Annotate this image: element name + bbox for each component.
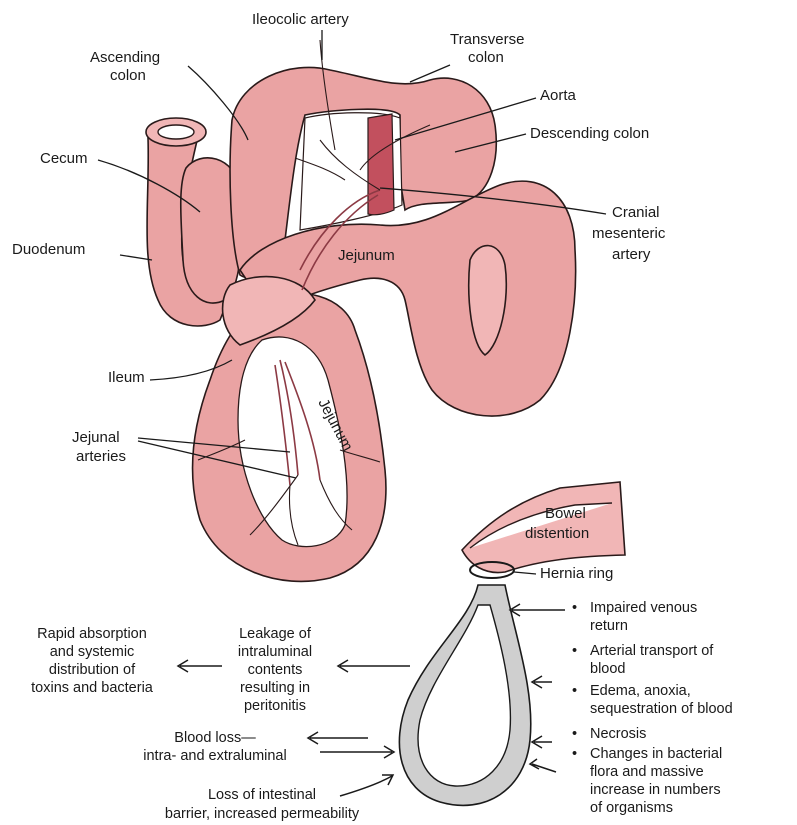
arrow-edema	[532, 676, 552, 688]
label-ileocolic-artery: Ileocolic artery	[252, 11, 349, 28]
effect-blood-loss: Blood loss— intra- and extraluminal	[143, 730, 286, 764]
svg-text:of organisms: of organisms	[590, 800, 673, 816]
arrow-necrosis	[532, 736, 552, 748]
svg-text:distribution of: distribution of	[49, 662, 136, 678]
svg-text:return: return	[590, 618, 628, 634]
svg-text:blood: blood	[590, 661, 625, 677]
effect-rapid-absorption: Rapid absorption and systemic distributi…	[31, 626, 154, 696]
label-cranial-mesenteric-1: Cranial	[612, 204, 660, 221]
label-jejunum-upper: Jejunum	[338, 247, 395, 264]
label-bowel-distention-1: Bowel	[545, 505, 586, 522]
arrow-to-absorption	[178, 660, 222, 672]
duodenum-lumen	[158, 125, 194, 139]
svg-text:•: •	[572, 643, 577, 659]
svg-text:sequestration of blood: sequestration of blood	[590, 701, 733, 717]
svg-text:Changes in bacterial: Changes in bacterial	[590, 746, 722, 762]
label-ascending-colon-2: colon	[110, 67, 146, 84]
label-descending-colon: Descending colon	[530, 125, 649, 142]
effect-arterial-transport: • Arterial transport of blood	[572, 643, 714, 677]
label-transverse-colon-1: Transverse	[450, 31, 524, 48]
svg-text:•: •	[572, 746, 577, 762]
label-cranial-mesenteric-3: artery	[612, 246, 651, 263]
label-hernia-ring: Hernia ring	[540, 565, 613, 582]
label-jejunal-arteries-1: Jejunal	[72, 429, 120, 446]
label-ileum: Ileum	[108, 369, 145, 386]
svg-text:barrier, increased permeabilit: barrier, increased permeability	[165, 806, 360, 822]
arrow-loss-barrier	[340, 775, 393, 796]
strangulated-loop-inner	[418, 605, 510, 786]
right-effects: • Impaired venous return • Arterial tran…	[510, 600, 733, 816]
svg-text:Blood loss—: Blood loss—	[174, 730, 256, 746]
svg-text:resulting in: resulting in	[240, 680, 310, 696]
svg-text:•: •	[572, 726, 577, 742]
svg-text:intra- and extraluminal: intra- and extraluminal	[143, 748, 286, 764]
label-aorta: Aorta	[540, 87, 577, 104]
effect-impaired-venous: • Impaired venous return	[572, 600, 697, 634]
arrow-blood-loss-out	[308, 732, 368, 744]
label-ascending-colon-1: Ascending	[90, 49, 160, 66]
effect-bacterial-changes: • Changes in bacterial flora and massive…	[572, 746, 722, 816]
svg-text:Rapid absorption: Rapid absorption	[37, 626, 147, 642]
arrow-bacterial	[530, 759, 556, 772]
svg-text:Arterial transport of: Arterial transport of	[590, 643, 714, 659]
svg-text:Leakage of: Leakage of	[239, 626, 312, 642]
svg-text:Necrosis: Necrosis	[590, 726, 646, 742]
label-transverse-colon-2: colon	[468, 49, 504, 66]
svg-text:increase in numbers: increase in numbers	[590, 782, 721, 798]
label-cecum: Cecum	[40, 150, 88, 167]
label-bowel-distention-2: distention	[525, 525, 589, 542]
effect-loss-barrier: Loss of intestinal barrier, increased pe…	[165, 787, 360, 822]
svg-text:intraluminal: intraluminal	[238, 644, 312, 660]
effect-leakage: Leakage of intraluminal contents resulti…	[238, 626, 312, 714]
label-duodenum: Duodenum	[12, 241, 85, 258]
svg-text:Loss of intestinal: Loss of intestinal	[208, 787, 316, 803]
svg-text:Edema, anoxia,: Edema, anoxia,	[590, 683, 691, 699]
svg-text:peritonitis: peritonitis	[244, 698, 306, 714]
left-effects: Rapid absorption and systemic distributi…	[31, 626, 410, 822]
label-cranial-mesenteric-2: mesenteric	[592, 225, 666, 242]
svg-text:flora and massive: flora and massive	[590, 764, 704, 780]
effect-edema: • Edema, anoxia, sequestration of blood	[572, 683, 733, 717]
svg-text:•: •	[572, 683, 577, 699]
svg-text:Impaired venous: Impaired venous	[590, 600, 697, 616]
label-jejunal-arteries-2: arteries	[76, 448, 126, 465]
svg-text:contents: contents	[248, 662, 303, 678]
arrow-impaired-venous	[510, 604, 565, 616]
arrow-blood-loss-in	[320, 746, 394, 758]
svg-text:•: •	[572, 600, 577, 616]
arrow-to-leakage	[338, 660, 410, 672]
svg-text:toxins and bacteria: toxins and bacteria	[31, 680, 154, 696]
intestine-illustration	[146, 40, 576, 581]
svg-text:and systemic: and systemic	[50, 644, 135, 660]
effect-necrosis: • Necrosis	[572, 726, 646, 742]
